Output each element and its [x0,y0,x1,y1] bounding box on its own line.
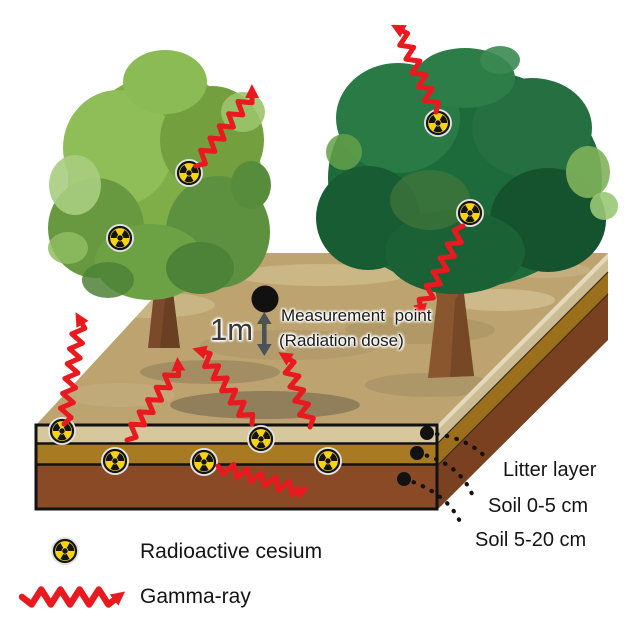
litter-layer-label: Litter layer [503,459,597,481]
layer-leaders [401,430,492,529]
soil-5-20-leader-arc [401,476,465,529]
right-tree [316,46,618,378]
radiation-trefoil-icon [426,111,451,136]
gamma-ray-soil-up-right [124,357,186,443]
measurement-point-sublabel: (Radiation dose) [279,331,404,350]
soil-5-20-label: Soil 5-20 cm [475,529,587,551]
radiation-trefoil-icon [50,419,75,444]
soil-block-side-face [436,253,609,510]
radiation-trefoil-icon [53,539,78,564]
left-tree-canopy [48,50,271,300]
gamma-ray-soil-up-left-2 [278,352,316,430]
radiation-trefoil-icon [108,226,133,251]
soil-0-5-label: Soil 0-5 cm [488,495,589,517]
measurement-point-label: Measurement point [281,306,432,325]
measurement-point-dot [251,285,279,313]
radiation-trefoil-icon [316,449,341,474]
radiation-trefoil-icon [458,201,483,226]
radiation-trefoil-icon [103,449,128,474]
height-arrow-icon [257,312,272,356]
soil-0-5-band [36,443,437,464]
legend-cesium-label: Radioactive cesium [140,540,323,563]
radiation-trefoil-icon [249,427,274,452]
measurement-point [251,285,279,356]
radiation-trefoil-icon [192,450,217,475]
gamma-rays [18,24,466,608]
gamma-ray-soil-up-left [192,345,256,427]
height-label: 1m [210,312,254,347]
gamma-ray-left-tree-up [193,84,260,169]
legend-gamma-label: Gamma-ray [140,585,251,608]
litter-layer-band [36,425,437,443]
gamma-ray-right-tree-down [413,223,466,318]
right-tree-canopy [316,46,618,294]
gamma-ray-soil-left-up [57,312,89,427]
layer-leader-dots [397,426,434,486]
gamma-ray-legend-arrow [18,586,126,608]
gamma-ray-soil-lateral-down [215,461,310,500]
gamma-ray-right-tree-up [391,24,441,115]
